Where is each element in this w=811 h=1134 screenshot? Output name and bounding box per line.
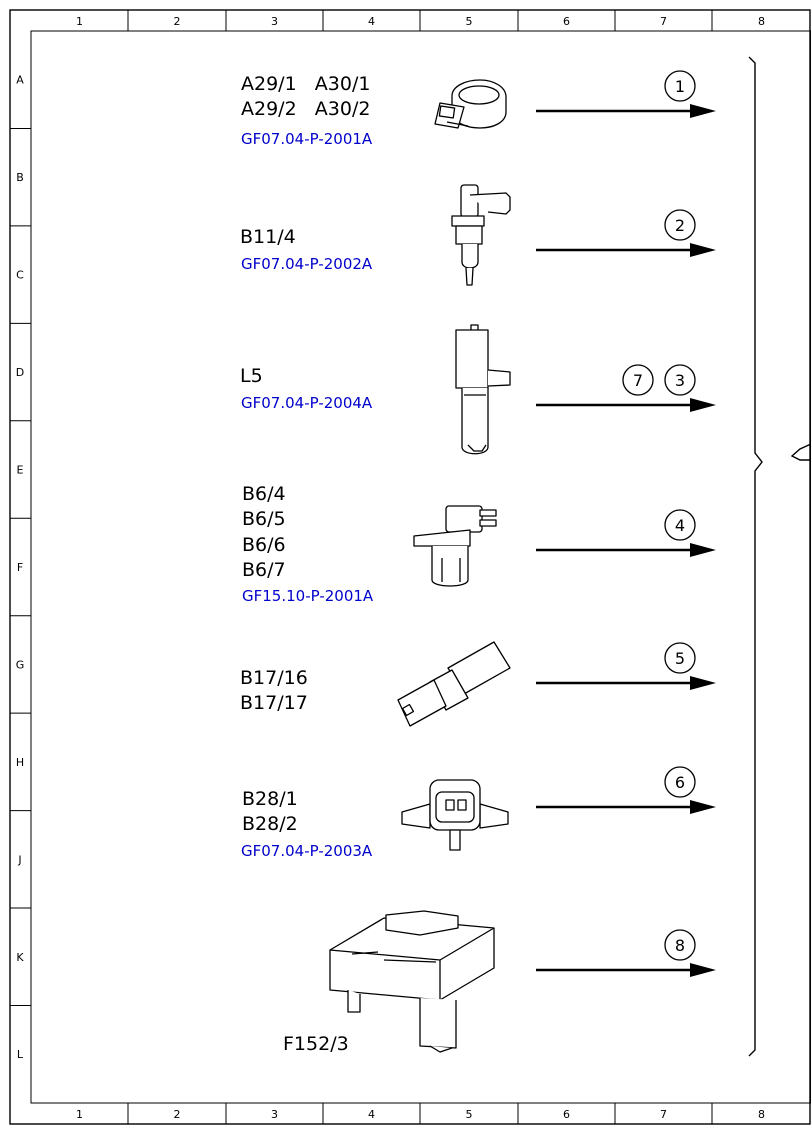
- grouping-brace: [748, 56, 763, 1057]
- inner-frame: [30, 30, 811, 1104]
- row-label-J: J: [17, 853, 21, 866]
- row-7-code-line-1: F152/3: [283, 1033, 349, 1055]
- row-3-reference-link[interactable]: GF07.04-P-2004A: [241, 394, 373, 412]
- callout-number-3: 3: [675, 371, 685, 390]
- row-1-reference-link[interactable]: GF07.04-P-2001A: [241, 130, 373, 148]
- arrow-head-1: [690, 104, 716, 118]
- callout-circle-6: [664, 766, 696, 798]
- callout-circle-5: [664, 642, 696, 674]
- column-label-1-top: 1: [76, 15, 83, 28]
- pressure-sensor-icon: [401, 779, 509, 851]
- callout-circle-8: [664, 929, 696, 961]
- column-label-5-top: 5: [466, 15, 473, 28]
- arrow-head-7: [690, 963, 716, 977]
- column-label-7-bottom: 7: [660, 1108, 667, 1121]
- signal-arrows: 1 2 7 3 4 5 6 8: [536, 70, 716, 977]
- column-label-3-bottom: 3: [271, 1108, 278, 1121]
- callout-circle-7: [622, 364, 654, 396]
- row-1-code-line-1: A29/1 A30/1: [241, 73, 371, 95]
- row-label-L: L: [17, 1048, 24, 1061]
- row-2-reference-link[interactable]: GF07.04-P-2002A: [241, 255, 373, 273]
- arrow-head-6: [690, 800, 716, 814]
- callout-number-2: 2: [675, 216, 685, 235]
- callout-circle-3: [664, 364, 696, 396]
- angled-sensor-icon: [397, 641, 511, 727]
- row-label-K: K: [16, 951, 24, 964]
- row-label-G: G: [16, 658, 25, 671]
- row-label-F: F: [17, 561, 23, 574]
- column-label-6-bottom: 6: [563, 1108, 570, 1121]
- row-3-code-line-1: L5: [240, 365, 263, 387]
- row-4-code-line-3: B6/6: [242, 534, 286, 556]
- arrow-head-3: [690, 398, 716, 412]
- partial-symbol: [790, 443, 811, 461]
- column-label-4-top: 4: [368, 15, 375, 28]
- control-module-icon: [329, 910, 495, 1053]
- temperature-sensor-icon: [451, 184, 511, 286]
- column-label-2-top: 2: [174, 15, 181, 28]
- callout-number-8: 8: [675, 936, 685, 955]
- column-label-3-top: 3: [271, 15, 278, 28]
- column-label-2-bottom: 2: [174, 1108, 181, 1121]
- callout-circle-1: [664, 70, 696, 102]
- row-label-B: B: [16, 171, 24, 184]
- knock-sensor-icon: [434, 79, 507, 129]
- row-label-D: D: [16, 366, 24, 379]
- column-label-4-bottom: 4: [368, 1108, 375, 1121]
- row-label-C: C: [16, 269, 24, 282]
- callout-number-1: 1: [675, 77, 685, 96]
- column-label-6-top: 6: [563, 15, 570, 28]
- callout-number-4: 4: [675, 516, 685, 535]
- row-6-code-line-1: B28/1: [242, 788, 298, 810]
- row-label-H: H: [16, 756, 24, 769]
- speed-sensor-icon: [413, 505, 497, 587]
- row-label-E: E: [17, 464, 24, 477]
- column-label-8-bottom: 8: [758, 1108, 765, 1121]
- row-2-code-line-1: B11/4: [240, 226, 296, 248]
- column-label-1-bottom: 1: [76, 1108, 83, 1121]
- callout-circle-2: [664, 209, 696, 241]
- callout-circle-4: [664, 509, 696, 541]
- arrow-head-2: [690, 243, 716, 257]
- row-label-A: A: [16, 74, 24, 87]
- row-1-code-line-2: A29/2 A30/2: [241, 98, 371, 120]
- column-label-7-top: 7: [660, 15, 667, 28]
- callout-number-5: 5: [675, 649, 685, 668]
- row-4-code-line-4: B6/7: [242, 559, 286, 581]
- row-5-code-line-1: B17/16: [240, 667, 308, 689]
- row-6-reference-link[interactable]: GF07.04-P-2003A: [241, 842, 373, 860]
- row-6-code-line-2: B28/2: [242, 813, 298, 835]
- callout-number-6: 6: [675, 773, 685, 792]
- position-sensor-icon: [455, 324, 511, 455]
- row-4-reference-link[interactable]: GF15.10-P-2001A: [242, 587, 374, 605]
- row-4-code-line-2: B6/5: [242, 508, 286, 530]
- arrow-head-5: [690, 676, 716, 690]
- row-5-code-line-2: B17/17: [240, 692, 308, 714]
- callout-number-7: 7: [633, 371, 643, 390]
- arrow-head-4: [690, 543, 716, 557]
- outer-frame: [9, 9, 811, 1125]
- row-4-code-line-1: B6/4: [242, 483, 286, 505]
- column-label-5-bottom: 5: [466, 1108, 473, 1121]
- column-label-8-top: 8: [758, 15, 765, 28]
